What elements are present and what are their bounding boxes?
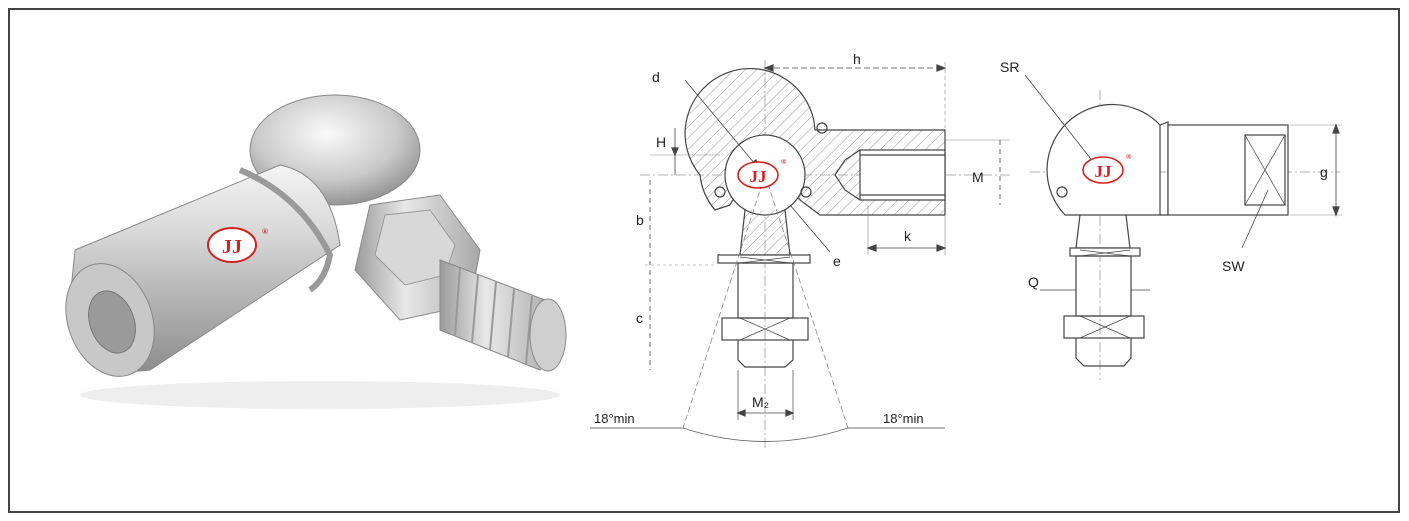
brand-logo-section: JJ ® (737, 158, 787, 189)
section-view (590, 60, 1010, 450)
label-k: k (904, 228, 912, 244)
label-min-left: 18°min (594, 411, 635, 426)
brand-logo-side: JJ ® (1082, 153, 1132, 184)
label-g: g (1320, 164, 1328, 180)
side-view (1024, 74, 1342, 380)
brand-logo-mark: ® (262, 227, 268, 236)
label-SR: SR (1000, 59, 1019, 75)
brand-logo-text: JJ (750, 167, 768, 186)
label-Q: Q (1028, 274, 1039, 290)
label-SW: SW (1222, 258, 1245, 274)
brand-logo-text: JJ (222, 236, 242, 258)
brand-logo-mark: ® (781, 158, 787, 166)
label-min-right: 18°min (883, 411, 924, 426)
brand-logo-mark: ® (1126, 153, 1132, 161)
label-M2: M₂ (752, 394, 769, 410)
brand-logo-text: JJ (1095, 162, 1113, 181)
label-h: h (853, 51, 861, 67)
label-d: d (652, 69, 660, 85)
label-c: c (636, 310, 643, 326)
dimension-labels: d h H M b k e c M₂ 18°min 18°min SR g SW… (594, 51, 1328, 426)
label-e: e (833, 253, 841, 269)
label-H: H (656, 134, 666, 150)
label-M: M (972, 169, 984, 185)
label-b: b (636, 212, 644, 228)
product-photo: JJ ® (65, 94, 567, 409)
brand-logo-photo: JJ ® (207, 227, 268, 263)
